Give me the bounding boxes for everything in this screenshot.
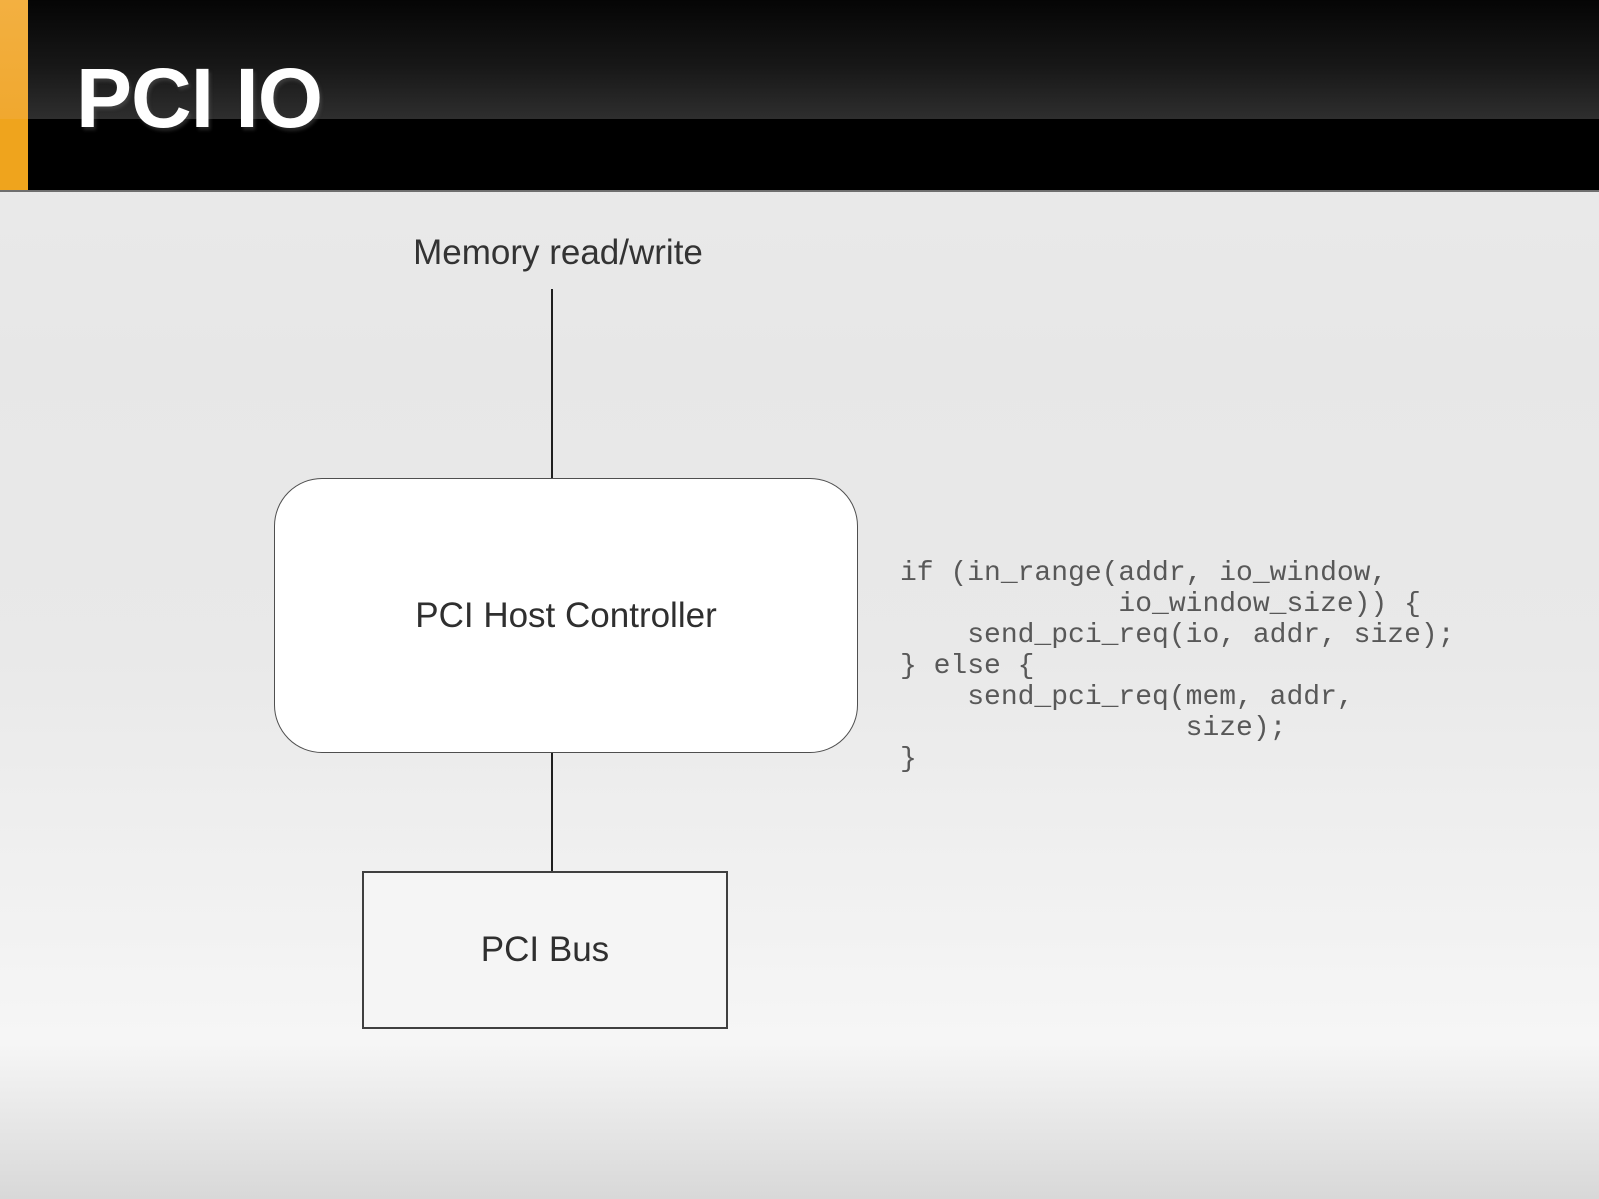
accent-bar-top <box>0 0 28 119</box>
slide-header: PCI IO <box>0 0 1599 192</box>
connector-line-host-to-bus <box>551 753 553 871</box>
memory-readwrite-label: Memory read/write <box>413 233 703 272</box>
page-title: PCI IO <box>76 51 323 145</box>
header-black-band <box>28 119 1599 190</box>
pci-bus-box: PCI Bus <box>362 871 728 1029</box>
pci-host-controller-box: PCI Host Controller <box>274 478 858 753</box>
pci-host-controller-label: PCI Host Controller <box>415 595 717 635</box>
header-gradient-band <box>28 0 1599 119</box>
pci-bus-label: PCI Bus <box>480 930 610 969</box>
connector-line-memory-to-host <box>551 289 553 479</box>
accent-bar-bottom <box>0 119 28 190</box>
code-snippet: if (in_range(addr, io_window, io_window_… <box>900 558 1455 775</box>
